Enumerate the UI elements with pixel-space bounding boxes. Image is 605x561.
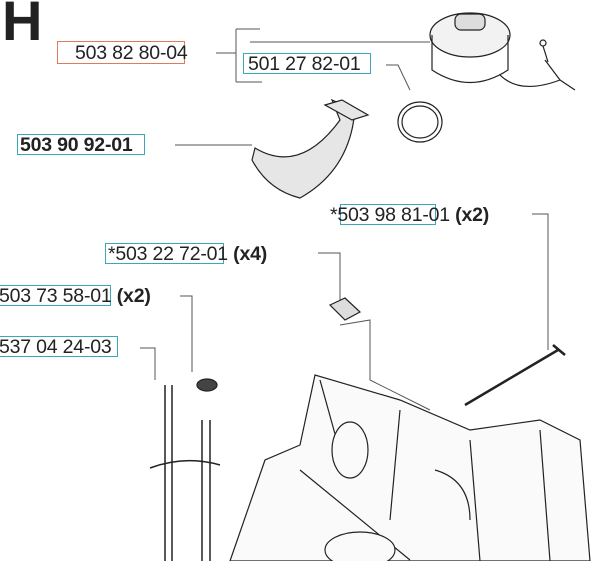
part-link-503-22-72[interactable] [105, 243, 224, 264]
cap-drawing [429, 12, 576, 91]
part-number-label[interactable]: *503 98 81-01 (x2) [330, 204, 489, 226]
screw-drawing [464, 344, 566, 407]
part-number-label[interactable]: 501 27 82-01 [248, 53, 361, 75]
part-number[interactable]: *503 98 81-01 [330, 204, 450, 226]
part-link-503-98-81[interactable] [340, 204, 436, 225]
part-number-label[interactable]: 537 04 24-03 [0, 336, 112, 358]
part-number[interactable]: 503 73 58-01 [0, 285, 112, 307]
o-ring-drawing [397, 101, 443, 143]
part-link-501-27-82[interactable] [243, 53, 371, 74]
part-number-label[interactable]: 503 90 92-01 [20, 134, 133, 156]
quantity: (x4) [233, 243, 268, 265]
part-number[interactable]: 501 27 82-01 [248, 53, 361, 75]
part-number[interactable]: 503 82 80-04 [75, 42, 188, 64]
bracket-drawing [251, 98, 370, 199]
quantity: (x2) [116, 285, 151, 307]
part-number-label[interactable]: *503 22 72-01 (x4) [108, 243, 267, 265]
leader-lines [140, 28, 549, 411]
part-number-label[interactable]: 503 82 80-04 [75, 42, 188, 64]
section-letter: H [2, 0, 43, 52]
part-number[interactable]: *503 22 72-01 [108, 243, 228, 265]
part-link-537-04-24[interactable] [0, 336, 118, 357]
part-number-label[interactable]: 503 73 58-01 (x2) [0, 285, 151, 307]
tank-housing-drawing [229, 374, 591, 561]
part-number[interactable]: 537 04 24-03 [0, 336, 112, 358]
rods-drawing [149, 385, 221, 561]
clip-nut-drawing [328, 297, 362, 321]
part-number[interactable]: 503 90 92-01 [20, 134, 133, 156]
quantity: (x2) [455, 204, 490, 226]
part-link-503-90-92[interactable] [17, 134, 145, 155]
grommet-drawing [196, 378, 218, 392]
part-link-503-82-80[interactable] [57, 41, 185, 64]
part-link-503-73-58[interactable] [0, 285, 111, 306]
